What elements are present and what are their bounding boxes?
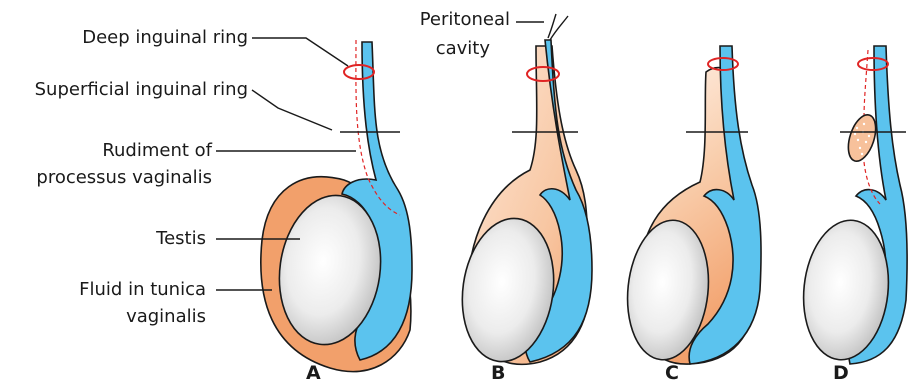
- label-testis: Testis: [156, 228, 206, 250]
- label-rudiment-line1: Rudiment of: [102, 140, 212, 162]
- panel-b-figure: [453, 14, 592, 368]
- label-fluid-line1: Fluid in tunica: [79, 279, 206, 301]
- panel-d-figure: [797, 46, 907, 364]
- label-peritoneal-line1: Peritoneal: [420, 9, 510, 31]
- panel-label-c: C: [665, 362, 679, 384]
- panel-label-a: A: [306, 362, 321, 384]
- peritoneal-line: [548, 14, 556, 38]
- label-deep-inguinal-ring: Deep inguinal ring: [82, 27, 248, 49]
- label-peritoneal-line2: cavity: [436, 38, 490, 60]
- label-fluid-line2: vaginalis: [126, 306, 206, 328]
- panel-label-d: D: [833, 362, 849, 384]
- peritoneal-line: [550, 16, 568, 40]
- encysted-cyst-shape: [843, 111, 881, 164]
- panel-label-b: B: [491, 362, 505, 384]
- label-superficial-inguinal-ring: Superficial inguinal ring: [35, 79, 248, 101]
- leader-superficial-ring: [252, 90, 332, 130]
- leader-deep-ring: [252, 38, 348, 66]
- panel-c-figure: [621, 46, 761, 364]
- label-rudiment-line2: processus vaginalis: [36, 167, 212, 189]
- panel-a-figure: [261, 40, 412, 372]
